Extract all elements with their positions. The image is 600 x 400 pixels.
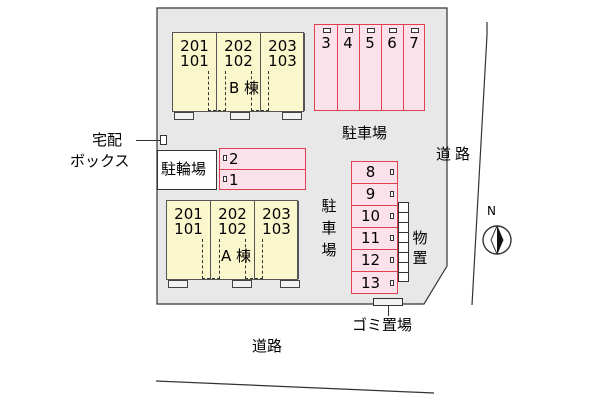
parking-label-vertical-2: 車 xyxy=(321,219,337,237)
building-b: 201 101 202 102 203 103 B 棟 xyxy=(172,32,305,112)
parking-number: 7 xyxy=(409,34,419,52)
parking-space-12: 12 xyxy=(352,250,397,272)
entrance-step xyxy=(168,280,188,288)
entrance-step xyxy=(282,112,302,120)
building-a-unit-2: 202 102 xyxy=(211,201,255,279)
parking-number: 2 xyxy=(229,150,239,168)
parking-top: 3 4 5 6 7 xyxy=(314,24,425,111)
car-stop-marker xyxy=(411,28,419,33)
compass-north-label: N xyxy=(487,204,496,218)
car-stop-marker xyxy=(390,257,394,263)
delivery-box-marker xyxy=(160,135,167,145)
road-label-bottom: 道路 xyxy=(252,337,283,355)
stair-outline xyxy=(251,71,269,111)
parking-space-7: 7 xyxy=(403,25,425,110)
entrance-step xyxy=(280,280,300,288)
storage-units xyxy=(398,202,409,282)
unit-number-upper: 202 xyxy=(218,205,247,223)
car-stop-marker xyxy=(389,28,397,33)
car-stop-marker xyxy=(390,280,394,286)
road-edge-bottom xyxy=(155,380,435,394)
parking-space-13: 13 xyxy=(352,272,397,295)
parking-label-vertical-3: 場 xyxy=(321,241,337,259)
parking-number: 12 xyxy=(360,251,381,269)
unit-number-lower: 102 xyxy=(224,52,253,70)
stair-outline xyxy=(208,71,226,111)
parking-number: 9 xyxy=(365,185,376,203)
car-stop-marker xyxy=(390,235,394,241)
road-label-right-1: 道 xyxy=(436,145,452,163)
building-a-name: A 棟 xyxy=(221,247,252,265)
parking-space-5: 5 xyxy=(359,25,382,110)
delivery-box-leader xyxy=(136,140,160,141)
unit-number-upper: 201 xyxy=(180,37,209,55)
compass-icon xyxy=(482,224,512,256)
car-stop-marker xyxy=(367,28,375,33)
entrance-step xyxy=(232,280,252,288)
parking-number: 6 xyxy=(387,34,397,52)
car-stop-marker xyxy=(390,191,394,197)
car-stop-marker xyxy=(323,28,331,33)
parking-number: 5 xyxy=(365,34,375,52)
parking-number: 8 xyxy=(365,163,376,181)
car-stop-marker xyxy=(345,28,353,33)
delivery-box-label-2: ボックス xyxy=(70,152,130,170)
parking-space-9: 9 xyxy=(352,184,397,206)
parking-space-4: 4 xyxy=(337,25,360,110)
unit-number-lower: 101 xyxy=(180,52,209,70)
storage-label-1: 物 xyxy=(412,229,428,247)
delivery-box-label-1: 宅配 xyxy=(92,131,123,149)
building-b-unit-3: 203 103 xyxy=(261,33,305,111)
road-label-right-2: 路 xyxy=(455,145,471,163)
parking-number: 3 xyxy=(321,34,331,52)
parking-right: 8 9 10 11 12 13 xyxy=(351,161,398,294)
parking-number: 10 xyxy=(360,207,381,225)
parking-space-8: 8 xyxy=(352,162,397,184)
parking-number: 1 xyxy=(229,171,239,189)
garbage-label: ゴミ置場 xyxy=(352,316,413,334)
unit-number-upper: 201 xyxy=(174,205,203,223)
car-stop-marker xyxy=(223,176,227,182)
unit-number-upper: 202 xyxy=(224,37,253,55)
parking-side: 2 1 xyxy=(219,148,306,190)
building-a: 201 101 202 102 203 103 A 棟 xyxy=(166,200,299,280)
parking-label-top: 駐車場 xyxy=(342,124,388,142)
parking-label-vertical-1: 駐 xyxy=(321,197,337,215)
parking-number: 11 xyxy=(360,229,381,247)
road-edge-right xyxy=(471,22,488,306)
parking-space-2: 2 xyxy=(220,149,305,170)
building-a-unit-1: 201 101 xyxy=(167,201,211,279)
bicycle-parking-label: 駐輪場 xyxy=(161,160,207,178)
unit-number-lower: 101 xyxy=(174,220,203,238)
unit-number-lower: 103 xyxy=(268,52,297,70)
unit-number-lower: 103 xyxy=(262,220,291,238)
car-stop-marker xyxy=(390,169,394,175)
unit-number-upper: 203 xyxy=(262,205,291,223)
garbage-area xyxy=(373,298,403,306)
parking-space-11: 11 xyxy=(352,228,397,250)
building-b-unit-2: 202 102 xyxy=(217,33,261,111)
building-a-unit-3: 203 103 xyxy=(255,201,299,279)
car-stop-marker xyxy=(390,213,394,219)
bicycle-parking: 駐輪場 xyxy=(157,150,217,190)
building-b-unit-1: 201 101 xyxy=(173,33,217,111)
stair-outline xyxy=(202,239,220,279)
parking-number: 4 xyxy=(343,34,353,52)
parking-space-3: 3 xyxy=(315,25,338,110)
car-stop-marker xyxy=(223,155,227,161)
building-b-name: B 棟 xyxy=(229,79,260,97)
parking-number: 13 xyxy=(360,274,381,292)
garbage-leader xyxy=(388,306,389,316)
unit-number-upper: 203 xyxy=(268,37,297,55)
parking-space-1: 1 xyxy=(220,170,305,191)
unit-number-lower: 102 xyxy=(218,220,247,238)
entrance-step xyxy=(174,112,194,120)
storage-label-2: 置 xyxy=(412,249,428,267)
stair-outline xyxy=(245,239,263,279)
parking-space-6: 6 xyxy=(381,25,404,110)
parking-space-10: 10 xyxy=(352,206,397,228)
entrance-step xyxy=(230,112,250,120)
